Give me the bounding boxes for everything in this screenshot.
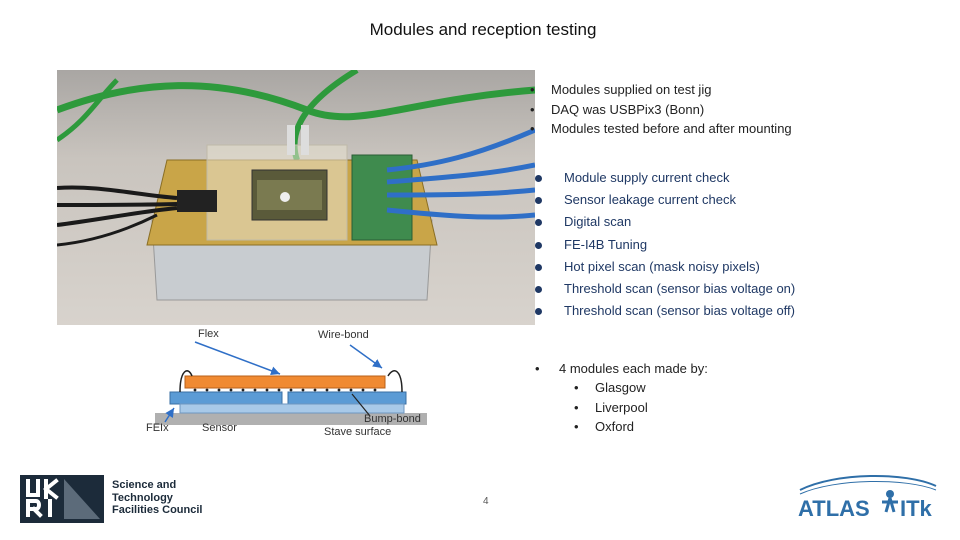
atlas-itk-logo: ATLAS ITk: [796, 472, 940, 527]
svg-text:ATLAS: ATLAS: [798, 496, 870, 521]
list-item: Modules supplied on test jig: [530, 80, 792, 100]
institutes-list: Glasgow Liverpool Oxford: [574, 378, 648, 437]
list-item: FE-I4B Tuning: [534, 234, 795, 256]
module-cross-section-diagram: Flex Wire-bond Bump-bond FEIx Sensor Sta…: [140, 320, 440, 445]
test-steps-list: Module supply current check Sensor leaka…: [534, 167, 795, 322]
list-item: Liverpool: [574, 398, 648, 418]
test-jig-photo: [57, 70, 535, 325]
stfc-line: Facilities Council: [112, 504, 203, 516]
page-number: 4: [483, 496, 489, 507]
modules-intro-text: 4 modules each made by:: [559, 361, 708, 376]
ukri-logo: [20, 475, 104, 528]
label-wire-bond: Wire-bond: [318, 329, 369, 341]
label-bump-bond: Bump-bond: [364, 413, 421, 425]
stfc-name: Science and Technology Facilities Counci…: [112, 479, 202, 517]
list-item: Glasgow: [574, 378, 648, 398]
list-item: DAQ was USBPix3 (Bonn): [530, 100, 792, 120]
list-item: Hot pixel scan (mask noisy pixels): [534, 256, 795, 278]
list-item: Modules tested before and after mounting: [530, 119, 792, 139]
list-item: Threshold scan (sensor bias voltage off): [534, 300, 795, 322]
list-item: Threshold scan (sensor bias voltage on): [534, 278, 795, 300]
label-flex: Flex: [198, 328, 219, 340]
stfc-line: Technology: [112, 491, 173, 504]
label-sensor: Sensor: [202, 422, 237, 434]
setup-list: Modules supplied on test jig DAQ was USB…: [530, 80, 792, 139]
svg-text:ITk: ITk: [900, 496, 933, 521]
list-item: Module supply current check: [534, 167, 795, 189]
list-item: Sensor leakage current check: [534, 189, 795, 211]
list-item: Oxford: [574, 417, 648, 437]
label-feix: FEIx: [146, 422, 169, 434]
stfc-line: Science and: [112, 479, 177, 491]
label-stave-surface: Stave surface: [324, 426, 392, 438]
slide-title: Modules and reception testing: [369, 20, 597, 39]
list-item: Digital scan: [534, 211, 795, 233]
modules-intro: •4 modules each made by:: [535, 361, 708, 376]
